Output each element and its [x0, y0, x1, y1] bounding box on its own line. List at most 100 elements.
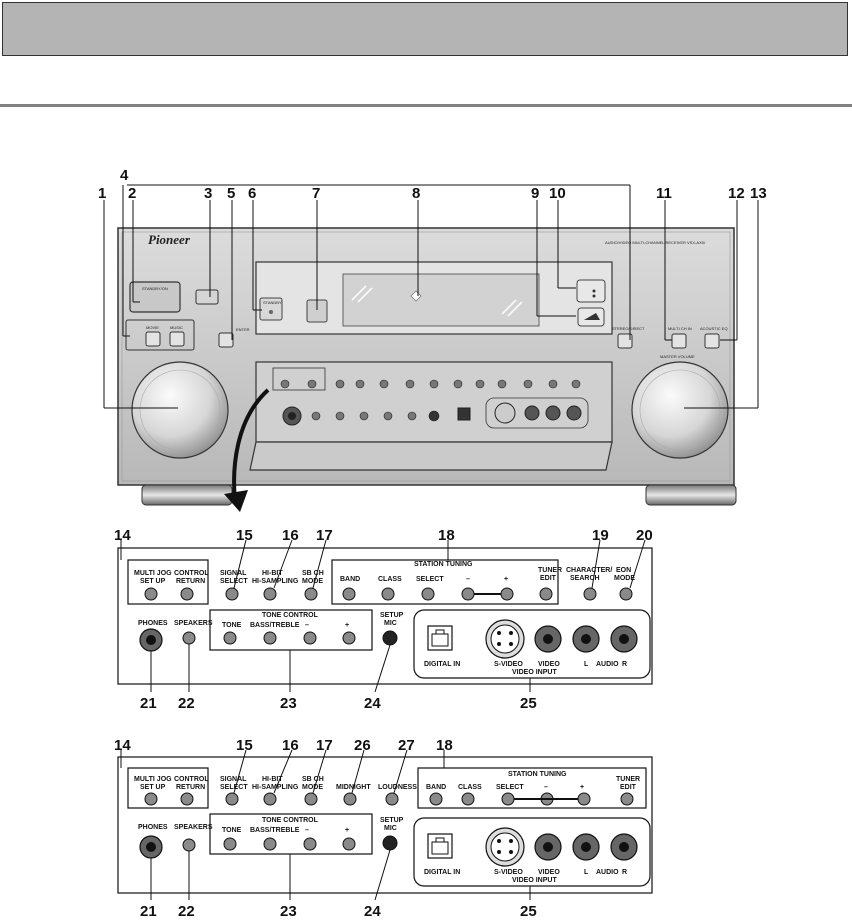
p1-video: VIDEO	[538, 661, 560, 668]
p1-callout-16: 16	[282, 527, 299, 544]
p2-callout-18: 18	[436, 737, 453, 754]
receiver-front: Pioneer AUDIO/VIDEO MULTI-CHANNEL RECEIV…	[117, 227, 737, 506]
p1-hisampling: HI-SAMPLING	[252, 578, 299, 585]
p2-bass-treble-button[interactable]	[263, 837, 277, 851]
p2-tone-minus-button[interactable]	[303, 837, 317, 851]
p1-character-search-button[interactable]	[583, 587, 597, 601]
master-volume-knob[interactable]	[631, 361, 729, 459]
p2-setup-mic-jack[interactable]	[382, 835, 398, 851]
p2-class-button[interactable]	[461, 792, 475, 806]
panel1-callouts: 14 15 16 17 18 19 20 21 22 23 24 25	[114, 527, 653, 712]
p1-callout-17: 17	[316, 527, 333, 544]
p1-select2: SELECT	[416, 576, 444, 583]
p1-bass-treble-button[interactable]	[263, 631, 277, 645]
p1-hisampling-button[interactable]	[263, 587, 277, 601]
p1-sbch-mode-button[interactable]	[304, 587, 318, 601]
mic-jack-cover	[576, 279, 606, 303]
p1-tone-button[interactable]	[223, 631, 237, 645]
p2-signal-select-button[interactable]	[225, 792, 239, 806]
p1-eon-mode-button[interactable]	[619, 587, 633, 601]
p2-tone-control: TONE CONTROL	[262, 817, 319, 824]
multi-ch-in-button[interactable]	[671, 333, 687, 349]
p2-speakers-button[interactable]	[182, 838, 196, 852]
p1-callout-24: 24	[364, 695, 381, 712]
p1-band-button[interactable]	[342, 587, 356, 601]
p1-select: SELECT	[220, 578, 248, 585]
p2-callout-15: 15	[236, 737, 253, 754]
p1-return-button[interactable]	[180, 587, 194, 601]
p2-loudness-button[interactable]	[385, 792, 399, 806]
acoustic-eq-button[interactable]	[704, 333, 720, 349]
input-selector-knob[interactable]	[131, 361, 229, 459]
panel2-callouts: 14 15 16 17 26 27 18 21 22 23 24 25	[114, 737, 537, 920]
p2-loudness: LOUDNESS	[378, 784, 417, 791]
standby-indicator	[259, 297, 283, 321]
p1-callout-22: 22	[178, 695, 195, 712]
p2-tuner: TUNER	[616, 776, 640, 783]
p2-video: VIDEO	[538, 869, 560, 876]
enter-button[interactable]	[218, 332, 234, 348]
p2-tone-plus: +	[345, 827, 349, 834]
p1-setup-mic-jack[interactable]	[382, 630, 398, 646]
p2-sbch-mode-button[interactable]	[304, 792, 318, 806]
p2-tone-button[interactable]	[223, 837, 237, 851]
p1-minus-button[interactable]	[461, 587, 475, 601]
enter-label: ENTER	[236, 327, 250, 332]
p1-class: CLASS	[378, 576, 402, 583]
master-volume-label: MASTER VOLUME	[660, 354, 695, 359]
p2-sbch: SB CH	[302, 776, 324, 783]
p1-class-button[interactable]	[381, 587, 395, 601]
p1-sbch: SB CH	[302, 570, 324, 577]
p2-callout-25: 25	[520, 903, 537, 920]
p1-speakers: SPEAKERS	[174, 620, 213, 627]
p1-setup-button[interactable]	[144, 587, 158, 601]
music-button[interactable]	[169, 331, 185, 347]
p2-tone-plus-button[interactable]	[342, 837, 356, 851]
header-bar	[2, 2, 848, 56]
p2-select-button[interactable]	[501, 792, 515, 806]
p1-edit: EDIT	[540, 575, 557, 582]
p2-hisampling-button[interactable]	[263, 792, 277, 806]
p1-tone-minus: –	[305, 622, 309, 629]
p1-tone-minus-button[interactable]	[303, 631, 317, 645]
p2-callout-17: 17	[316, 737, 333, 754]
music-label: MUSIC	[170, 325, 183, 330]
p1-plus-button[interactable]	[500, 587, 514, 601]
callout-6: 6	[248, 185, 256, 202]
p1-signal-select-button[interactable]	[225, 587, 239, 601]
p2-return: RETURN	[176, 784, 205, 791]
panel1-video-input-group	[413, 609, 651, 679]
p1-tone-plus-button[interactable]	[342, 631, 356, 645]
p1-select-button[interactable]	[421, 587, 435, 601]
p2-plus-button[interactable]	[577, 792, 591, 806]
p2-plus: +	[580, 784, 584, 791]
p2-tone: TONE	[222, 827, 242, 834]
p1-tuner-edit-button[interactable]	[539, 587, 553, 601]
p1-speakers-button[interactable]	[182, 631, 196, 645]
mini-digital-in	[457, 407, 471, 421]
p1-set-up: SET UP	[140, 578, 166, 585]
p1-plus: +	[504, 576, 508, 583]
p2-station-tuning: STATION TUNING	[508, 771, 567, 778]
p2-midnight-button[interactable]	[343, 792, 357, 806]
standby-on-button[interactable]	[129, 281, 181, 313]
left-foot	[141, 484, 233, 506]
front-panel-area	[255, 361, 613, 443]
p1-eon-mode: MODE	[614, 575, 635, 582]
movie-button[interactable]	[145, 331, 161, 347]
front-panel-door	[249, 441, 613, 471]
p2-l: L	[584, 869, 589, 876]
p2-tuner-edit-button[interactable]	[620, 792, 634, 806]
callout-7: 7	[312, 185, 320, 202]
p2-hibit: HI-BIT	[262, 776, 283, 783]
panel1-leader-lines	[120, 539, 646, 693]
p2-band-button[interactable]	[429, 792, 443, 806]
stereo-direct-button[interactable]	[617, 333, 633, 349]
speakers-on-button[interactable]	[195, 289, 219, 305]
p1-callout-14: 14	[114, 527, 131, 544]
p2-callout-16: 16	[282, 737, 299, 754]
p2-return-button[interactable]	[180, 792, 194, 806]
p2-setup-button[interactable]	[144, 792, 158, 806]
standby-on-label: STANDBY/ON	[142, 286, 168, 291]
movie-label: MOVIE	[146, 325, 159, 330]
